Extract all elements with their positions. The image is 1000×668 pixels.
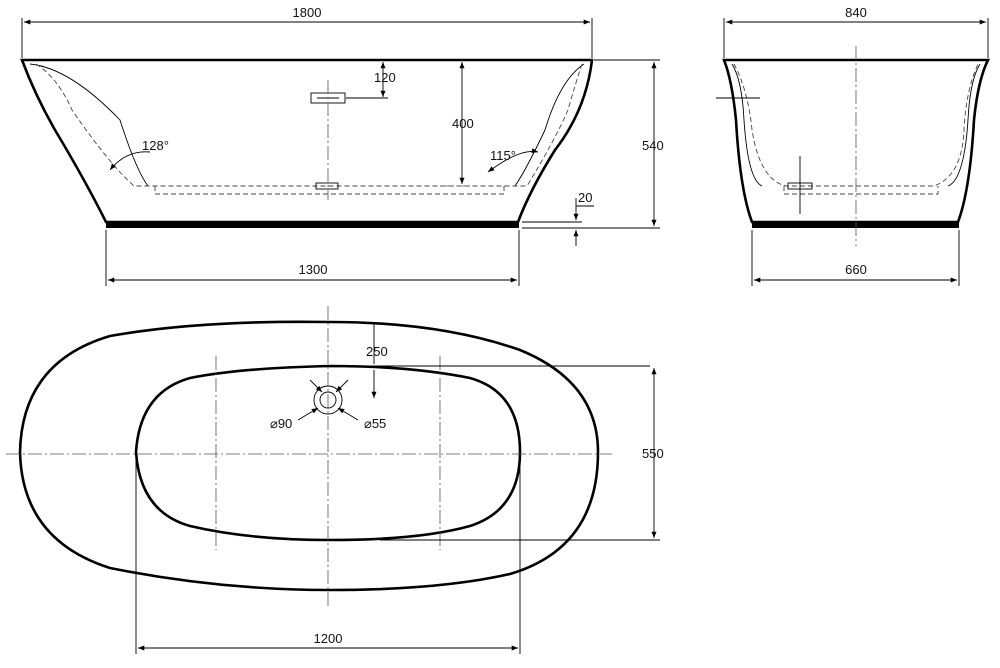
end-elevation-view: 840 660 [716, 5, 991, 286]
angle-right-label: 115° [490, 148, 516, 163]
plan-inner-width-label: 550 [642, 446, 664, 461]
side-floor-bottom [155, 186, 505, 195]
end-base-plinth [752, 222, 959, 228]
angle-left-arc [109, 151, 151, 171]
side-tub-outline [20, 58, 594, 224]
angle-right-arc [487, 148, 539, 173]
drain-outer-dia-label: ⌀90 [270, 416, 292, 431]
waste-height-label: 400 [452, 116, 474, 131]
plan-drain-inner [319, 391, 337, 409]
side-inner-basin [35, 63, 583, 187]
side-waste-fitting [315, 182, 339, 190]
plan-drain-outer [313, 385, 343, 415]
end-base-width-label: 660 [845, 262, 867, 277]
base-thickness-label: 20 [578, 190, 592, 205]
side-base-plinth [106, 222, 519, 228]
side-elevation-view: 1800 1300 540 20 400 120 128° 115° [20, 5, 664, 286]
angle-left-label: 128° [142, 138, 169, 153]
height-total-label: 540 [642, 138, 664, 153]
end-inner-basin [733, 63, 979, 187]
plan-inner-basin [134, 364, 522, 542]
plan-view: ⌀90 ⌀55 250 550 1200 [6, 306, 664, 654]
plan-outer-outline [18, 320, 600, 592]
side-base-width-label: 1300 [299, 262, 328, 277]
drain-offset-label: 250 [366, 344, 388, 359]
plan-inner-length-label: 1200 [314, 631, 343, 646]
side-rim-line [29, 63, 585, 187]
side-top-width-label: 1800 [293, 5, 322, 20]
overflow-offset-label: 120 [374, 70, 396, 85]
end-rim-line [731, 63, 981, 187]
drain-inner-dia-label: ⌀55 [364, 416, 386, 431]
end-top-width-label: 840 [845, 5, 867, 20]
